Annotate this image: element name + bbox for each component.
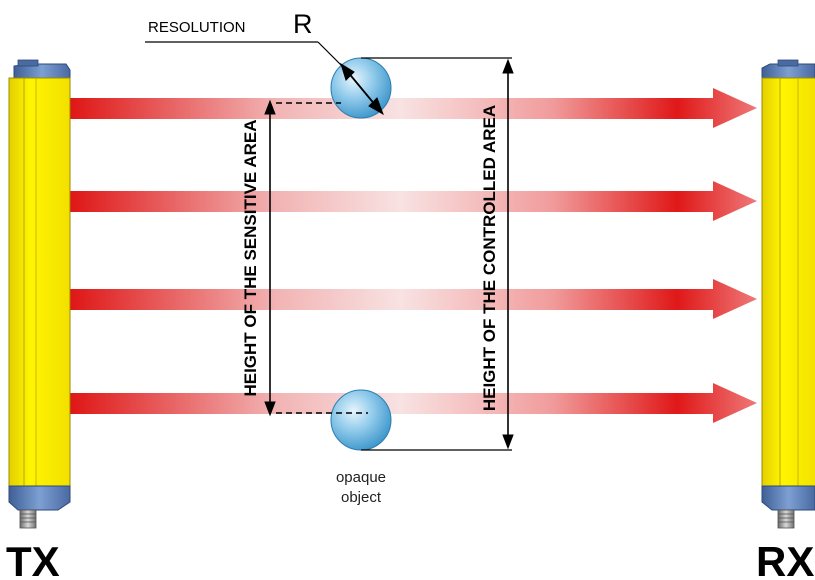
opaque-object-label-line2: object [341, 489, 382, 506]
beam-2 [70, 181, 757, 221]
rx-receiver-unit [761, 59, 815, 529]
resolution-symbol: R [293, 9, 313, 39]
beam-4 [70, 383, 757, 423]
tx-label: TX [6, 538, 60, 580]
controlled-height-dimension [361, 57, 514, 451]
sensitive-height-label: HEIGHT OF THE SENSITIVE AREA [241, 119, 260, 396]
beam-1 [70, 88, 757, 128]
opaque-object-bottom [330, 389, 392, 451]
beam-3 [70, 279, 757, 319]
opaque-object-label-line1: opaque [336, 469, 386, 486]
sensitive-height-dimension [264, 99, 368, 417]
rx-label: RX [756, 538, 814, 580]
resolution-indicator [145, 41, 384, 116]
controlled-height-label: HEIGHT OF THE CONTROLLED AREA [480, 105, 499, 411]
resolution-label: RESOLUTION [148, 19, 246, 36]
tx-emitter-unit [8, 59, 71, 529]
